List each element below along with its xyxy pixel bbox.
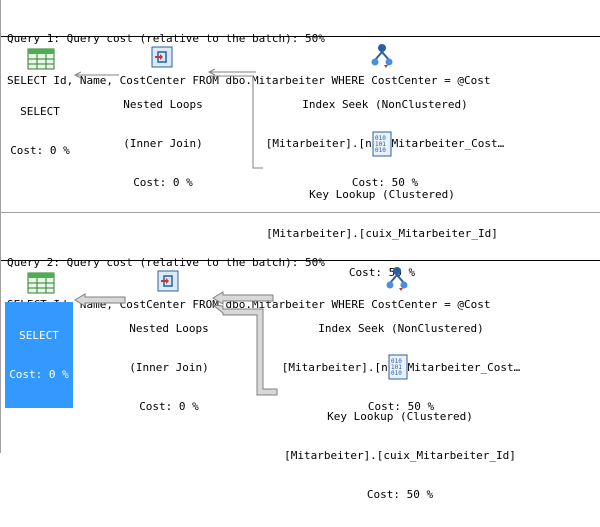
query-1-sql: SELECT Id, Name, CostCenter FROM dbo.Mit… — [7, 74, 491, 87]
nested-loops-sub: (Inner Join) — [123, 137, 203, 150]
svg-text:010: 010 — [391, 358, 402, 365]
query-separator — [1, 212, 600, 213]
svg-text:010: 010 — [375, 147, 386, 154]
execution-plan-pane: Query 1: Query cost (relative to the bat… — [0, 0, 600, 501]
key-lookup-object: [Mitarbeiter].[cuix_Mitarbeiter_Id] — [266, 227, 498, 240]
svg-text:010: 010 — [391, 370, 402, 377]
index-seek-label: Index Seek (NonClustered) — [302, 98, 468, 111]
key-lookup-cost-2: Cost: 50 % — [366, 488, 434, 501]
query-2-divider — [1, 260, 600, 261]
index-seek-cost: Cost: 50 % — [351, 176, 419, 189]
index-seek-icon-2[interactable] — [385, 266, 409, 295]
index-seek-label-2: Index Seek (NonClustered) — [318, 322, 484, 335]
query-2-header: Query 2: Query cost (relative to the bat… — [7, 228, 600, 311]
select-label-2: SELECT — [19, 329, 59, 342]
index-seek-cost-2: Cost: 50 % — [367, 400, 435, 413]
index-seek-node-2[interactable]: Index Seek (NonClustered) [Mitarbeiter].… — [269, 296, 533, 439]
nested-loops-cost-2: Cost: 0 % — [139, 400, 199, 413]
nested-loops-node-2[interactable]: Nested Loops (Inner Join) Cost: 0 % — [117, 296, 221, 439]
query-1-title: Query 1: Query cost (relative to the bat… — [7, 32, 325, 45]
select-cost-2: Cost: 0 % — [9, 368, 69, 381]
query-1-header: Query 1: Query cost (relative to the bat… — [7, 4, 600, 87]
nested-loops-cost: Cost: 0 % — [133, 176, 193, 189]
nested-loops-icon[interactable] — [151, 44, 173, 71]
select-label: SELECT — [20, 105, 60, 118]
nested-loops-icon-2[interactable] — [157, 268, 179, 295]
nested-loops-sub-2: (Inner Join) — [129, 361, 209, 374]
nested-loops-node[interactable]: Nested Loops (Inner Join) Cost: 0 % — [111, 72, 215, 215]
select-icon[interactable] — [27, 48, 55, 73]
select-node-2[interactable]: SELECT Cost: 0 % — [5, 302, 73, 408]
index-seek-icon[interactable] — [370, 43, 394, 72]
nested-loops-label: Nested Loops — [123, 98, 203, 111]
select-icon-2[interactable] — [27, 272, 55, 297]
key-lookup-label: Key Lookup (Clustered) — [309, 188, 455, 201]
select-node[interactable]: SELECT Cost: 0 % — [7, 79, 73, 183]
query-1-divider — [1, 36, 600, 37]
svg-text:101: 101 — [375, 141, 386, 148]
key-lookup-label-2: Key Lookup (Clustered) — [327, 410, 473, 423]
key-lookup-node-2[interactable]: Key Lookup (Clustered) [Mitarbeiter].[cu… — [275, 384, 525, 527]
nested-loops-label-2: Nested Loops — [129, 322, 209, 335]
svg-text:010: 010 — [375, 135, 386, 142]
key-lookup-object-2: [Mitarbeiter].[cuix_Mitarbeiter_Id] — [284, 449, 516, 462]
key-lookup-node[interactable]: Key Lookup (Clustered) [Mitarbeiter].[cu… — [257, 162, 507, 305]
svg-text:101: 101 — [391, 364, 402, 371]
select-cost: Cost: 0 % — [10, 144, 70, 157]
query-2-title: Query 2: Query cost (relative to the bat… — [7, 256, 325, 269]
